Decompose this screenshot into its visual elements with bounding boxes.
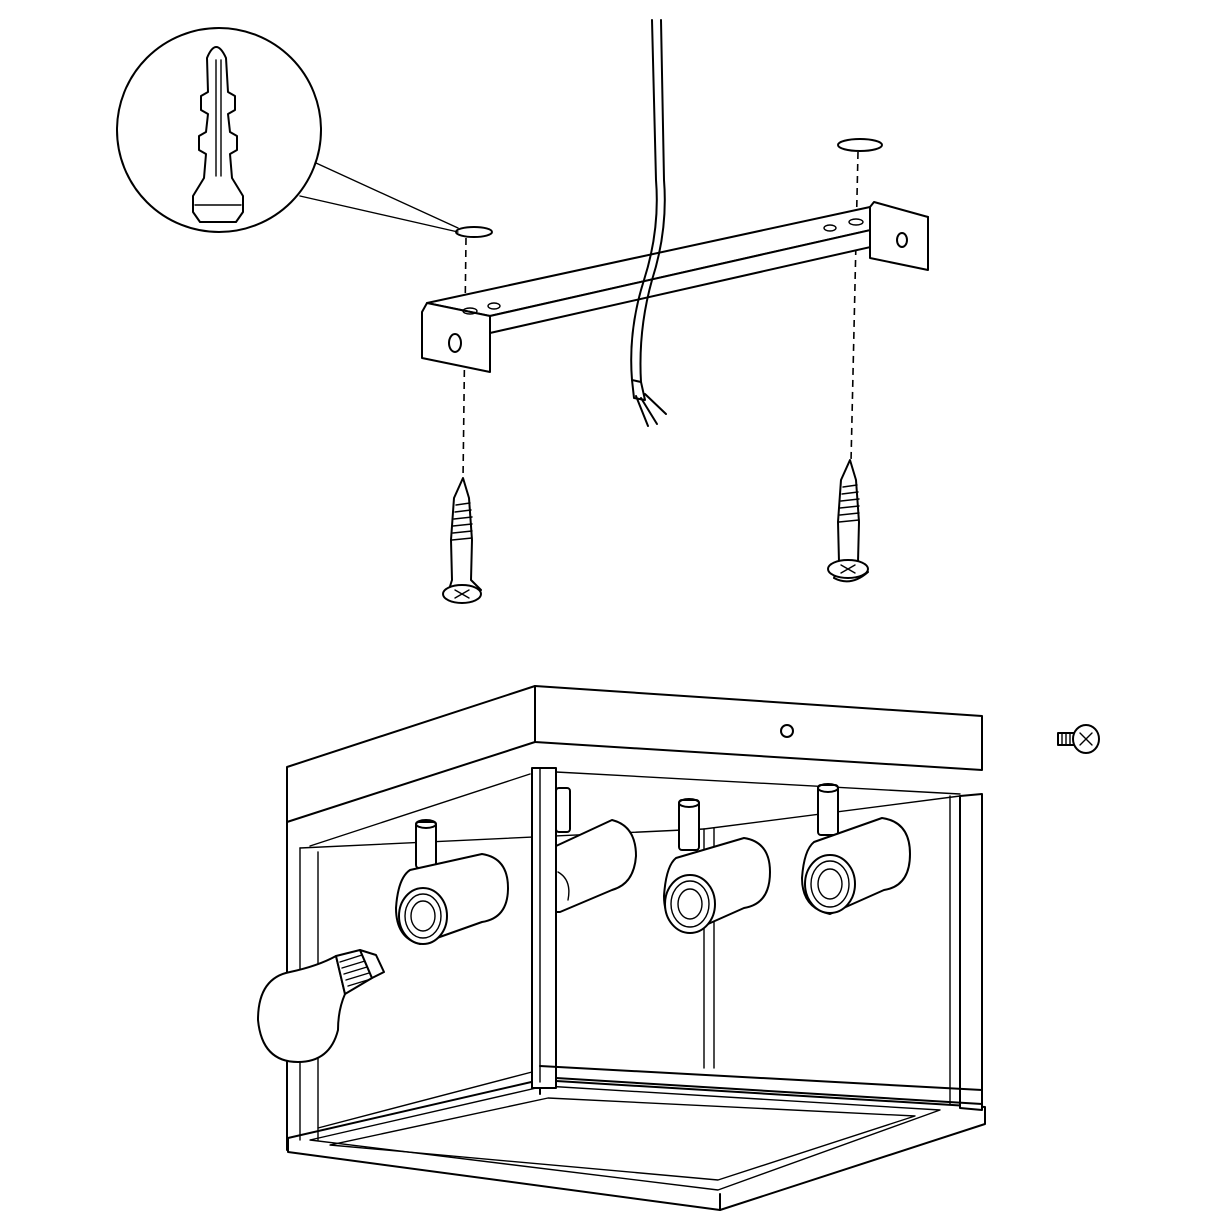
spotlight-socket-4 — [801, 783, 911, 915]
wall-plug-detail-icon — [116, 27, 459, 233]
ceiling-fixture-box — [286, 685, 986, 1211]
mounting-screw-right — [827, 459, 869, 583]
light-bulb-icon — [257, 949, 385, 1063]
ceiling-hole-right — [837, 138, 883, 152]
spotlight-socket-3 — [663, 798, 771, 934]
ceiling-hole-left — [455, 226, 493, 238]
fixing-screw-icon — [1057, 724, 1100, 754]
spotlight-socket-2 — [555, 787, 637, 913]
power-cable — [630, 19, 667, 427]
guide-line-right — [850, 151, 859, 463]
mounting-screw-left — [442, 477, 482, 604]
mounting-bracket — [421, 201, 929, 373]
spotlight-socket-1 — [395, 819, 509, 945]
